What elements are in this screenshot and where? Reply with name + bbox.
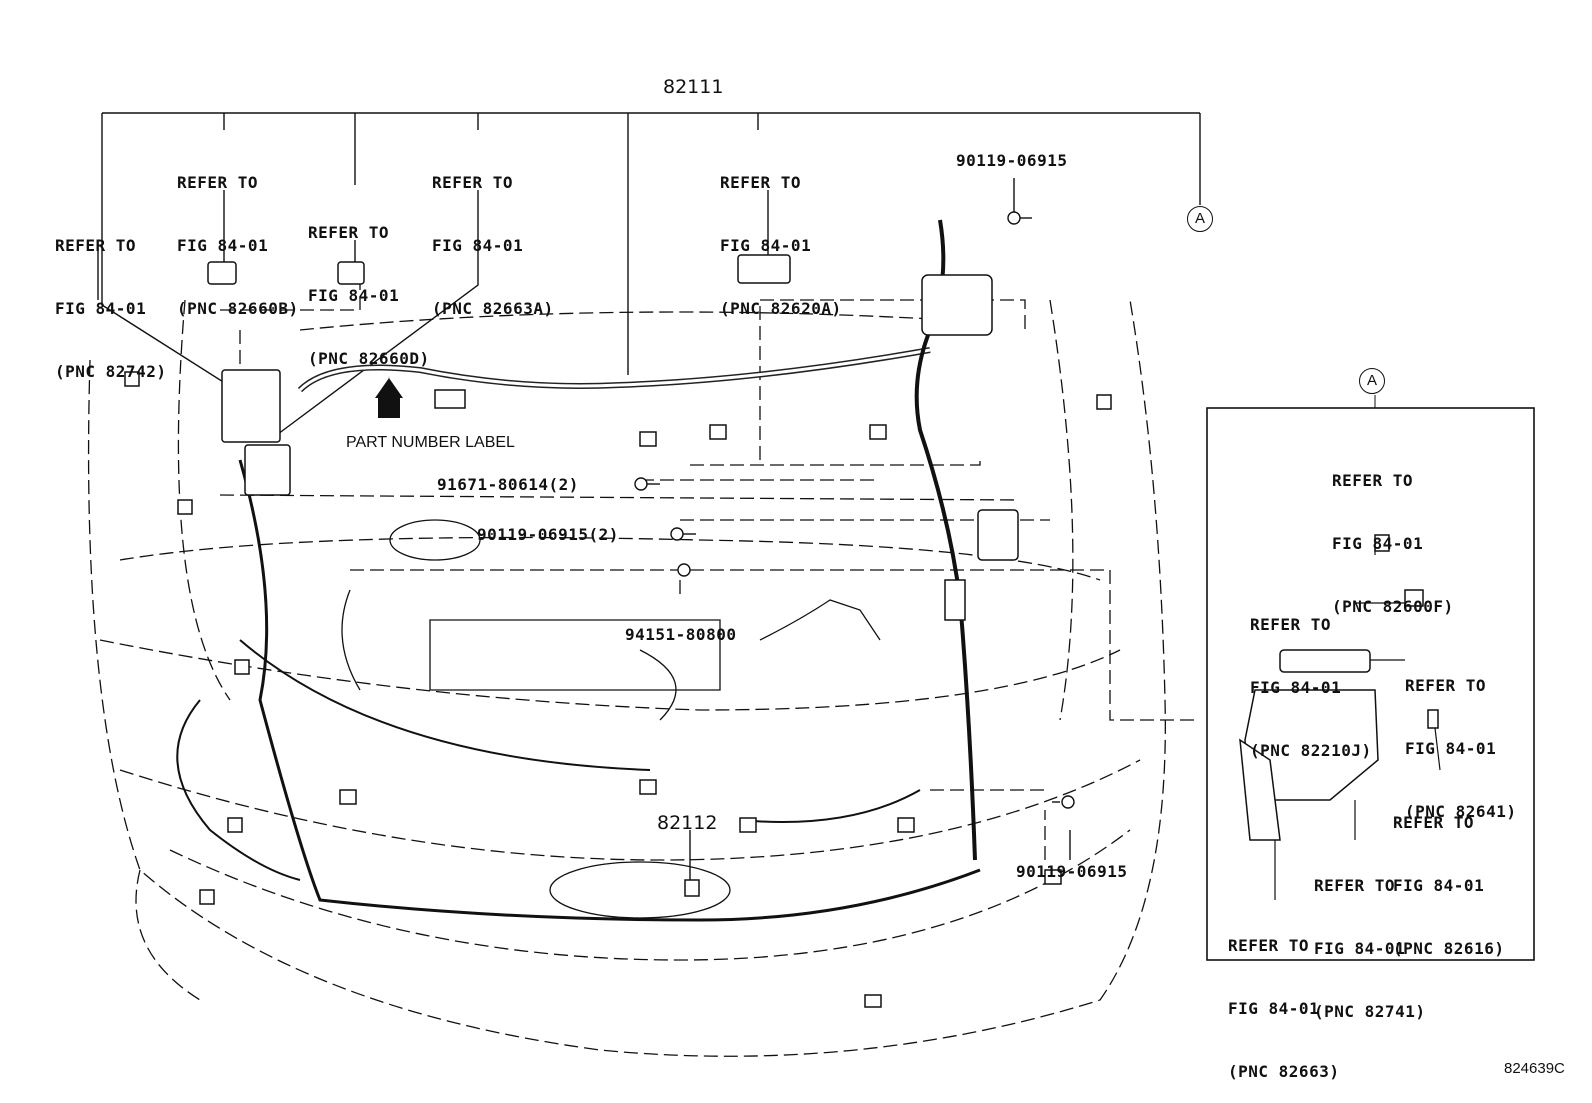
ref-line: (PNC 82742) <box>55 362 167 381</box>
ref-line: FIG 84-01 <box>432 236 524 255</box>
ref-line: REFER TO <box>177 173 259 192</box>
fastener-94151: 94151-80800 <box>625 625 737 644</box>
ref-82663a: REFER TO FIG 84-01 (PNC 82663A) <box>432 130 554 340</box>
ref-82663: REFER TO FIG 84-01 (PNC 82663) <box>1228 893 1339 1103</box>
ref-line: FIG 84-01 <box>1314 939 1406 958</box>
ref-82660b: REFER TO FIG 84-01 (PNC 82660B) <box>177 130 299 340</box>
inset-a-box <box>1206 407 1535 961</box>
ref-line: FIG 84-01 <box>177 236 269 255</box>
ref-line: FIG 84-01 <box>720 236 812 255</box>
callout-a-top: A <box>1187 206 1213 232</box>
ref-82660d: REFER TO FIG 84-01 (PNC 82660D) <box>308 180 430 390</box>
ref-line: REFER TO <box>1314 876 1396 895</box>
ref-line: FIG 84-01 <box>308 286 400 305</box>
ref-line: (PNC 82663) <box>1228 1062 1340 1081</box>
ref-82742: REFER TO FIG 84-01 (PNC 82742) <box>55 193 166 403</box>
ref-line: (PNC 82660D) <box>308 349 430 368</box>
ref-line: REFER TO <box>1228 936 1310 955</box>
ref-82741: REFER TO FIG 84-01 (PNC 82741) <box>1314 833 1425 1043</box>
ref-line: REFER TO <box>1405 676 1487 695</box>
fastener-top-right: 90119-06915 <box>956 151 1068 170</box>
connector-82660b <box>207 261 237 285</box>
part-number-label-text: PART NUMBER LABEL <box>346 434 515 451</box>
ref-82210j: REFER TO FIG 84-01 (PNC 82210J) <box>1250 572 1372 782</box>
ref-line: (PNC 82620A) <box>720 299 842 318</box>
ref-line: REFER TO <box>1393 813 1475 832</box>
ref-line: FIG 84-01 <box>55 299 147 318</box>
ref-line: REFER TO <box>432 173 514 192</box>
ref-line: (PNC 82616) <box>1393 939 1505 958</box>
ref-82641: REFER TO FIG 84-01 (PNC 82641) <box>1405 633 1516 843</box>
ref-line: REFER TO <box>1250 615 1332 634</box>
ref-line: (PNC 82741) <box>1314 1002 1426 1021</box>
hood-outline <box>87 299 1166 1057</box>
diagram-code: 824639C <box>1504 1060 1565 1077</box>
connector-82660d <box>337 261 365 285</box>
ref-line: REFER TO <box>1332 471 1414 490</box>
fastener-90119-2: 90119-06915(2) <box>477 525 619 544</box>
relay-block <box>221 369 281 443</box>
fastener-bottom-right: 90119-06915 <box>1016 862 1128 881</box>
ref-line: REFER TO <box>55 236 137 255</box>
ref-line: FIG 84-01 <box>1393 876 1485 895</box>
ref-line: FIG 84-01 <box>1228 999 1320 1018</box>
part-number-82112: 82112 <box>657 812 718 834</box>
ref-line: REFER TO <box>720 173 802 192</box>
ref-82600f: REFER TO FIG 84-01 (PNC 82600F) <box>1332 428 1454 638</box>
connector-82620a <box>737 254 791 284</box>
callout-a-inset: A <box>1359 368 1385 394</box>
fastener-91671: 91671-80614(2) <box>437 475 579 494</box>
ref-line: (PNC 82663A) <box>432 299 554 318</box>
part-number-82111: 82111 <box>663 76 724 98</box>
ref-line: (PNC 82210J) <box>1250 741 1372 760</box>
ref-82620a: REFER TO FIG 84-01 (PNC 82620A) <box>720 130 842 340</box>
ref-line: (PNC 82660B) <box>177 299 299 318</box>
ref-line: FIG 84-01 <box>1405 739 1497 758</box>
ref-line: FIG 84-01 <box>1332 534 1424 553</box>
ref-line: REFER TO <box>308 223 390 242</box>
ref-line: FIG 84-01 <box>1250 678 1342 697</box>
ref-82616: REFER TO FIG 84-01 (PNC 82616) <box>1393 770 1504 980</box>
ref-line: (PNC 82600F) <box>1332 597 1454 616</box>
ref-line: (PNC 82641) <box>1405 802 1517 821</box>
